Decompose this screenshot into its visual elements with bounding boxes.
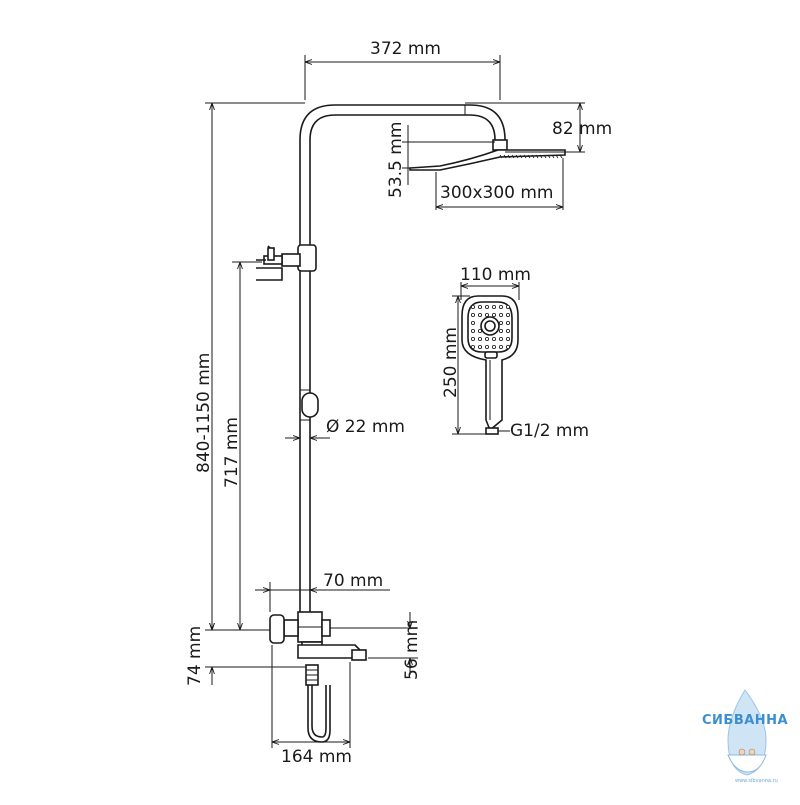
dim-slider-height: 717 mm [222,417,242,488]
dim-hand-thread: G1/2 mm [510,421,589,441]
dim-total-height: 840-1150 mm [194,353,214,473]
water-drop-icon [727,689,767,776]
dim-mixer-height: 74 mm [185,626,205,686]
logo-name: СИБВАННА [702,713,788,728]
hand-nozzle [491,344,496,349]
hand-nozzle [498,344,503,349]
dim-head-offset: 82 mm [552,119,612,139]
dim-spout-height: 56 mm [402,620,422,680]
hand-nozzle [470,344,475,349]
dim-inlet-spacing: 70 mm [323,571,383,591]
nozzle-mark [531,154,535,159]
hand-nozzle [491,312,496,317]
hand-nozzle [491,336,496,341]
nozzle-mark [507,154,511,159]
hand-shower-holder [256,244,317,281]
hand-nozzle [491,304,496,309]
wall-bracket [300,389,319,421]
hand-nozzle [477,336,482,341]
hand-nozzle [484,304,489,309]
hand-nozzle [498,328,503,333]
dim-pipe-diameter: Ø 22 mm [326,417,405,437]
hand-nozzle [484,336,489,341]
dim-arm-length: 372 mm [370,39,441,59]
hand-nozzle [498,304,503,309]
hand-nozzle [505,328,510,333]
nozzle-mark [555,154,559,159]
thermostatic-mixer [269,611,367,686]
hand-nozzle [498,320,503,325]
dim-base-width: 164 mm [281,747,352,767]
nozzle-mark [539,154,543,159]
nozzle-mark [535,154,539,159]
sibvanna-logo: СИБВАННА www.sibvanna.ru [702,689,788,784]
nozzle-mark [499,154,503,159]
hand-nozzle [498,312,503,317]
rain-head-nozzles [499,154,563,159]
hand-nozzle [498,336,503,341]
nozzle-mark [511,154,515,159]
hand-nozzle [470,328,475,333]
bathtub-icon [727,754,767,773]
shower-hose [307,685,331,743]
nozzle-mark [543,154,547,159]
nozzle-mark [519,154,523,159]
dim-head-thickness: 53.5 mm [386,122,406,198]
nozzle-mark [523,154,527,159]
hand-nozzle [477,312,482,317]
hand-nozzle [477,304,482,309]
hand-nozzle [470,336,475,341]
hand-nozzle [484,344,489,349]
rain-shower-head [409,139,566,171]
dimension-labels: 372 mm 82 mm 53.5 mm 300x300 mm 110 mm 2… [185,39,612,767]
hand-nozzle [505,344,510,349]
dim-hand-width: 110 mm [460,265,531,285]
hand-nozzle [470,320,475,325]
dimension-lines [205,55,585,748]
nozzle-mark [551,154,555,159]
logo-url: www.sibvanna.ru [735,778,778,784]
nozzle-mark [559,154,563,159]
hand-nozzle [505,336,510,341]
nozzle-mark [503,154,507,159]
hand-shower-nozzles [470,304,510,349]
dim-head-size: 300x300 mm [440,183,553,203]
dim-hand-length: 250 mm [441,327,461,398]
nozzle-mark [547,154,551,159]
hand-nozzle [470,304,475,309]
hand-nozzle [505,320,510,325]
nozzle-mark [527,154,531,159]
hand-shower [461,295,519,435]
hand-nozzle [470,312,475,317]
hand-nozzle [505,312,510,317]
hand-nozzle [484,312,489,317]
nozzle-mark [515,154,519,159]
hand-nozzle [477,344,482,349]
hand-nozzle [505,304,510,309]
